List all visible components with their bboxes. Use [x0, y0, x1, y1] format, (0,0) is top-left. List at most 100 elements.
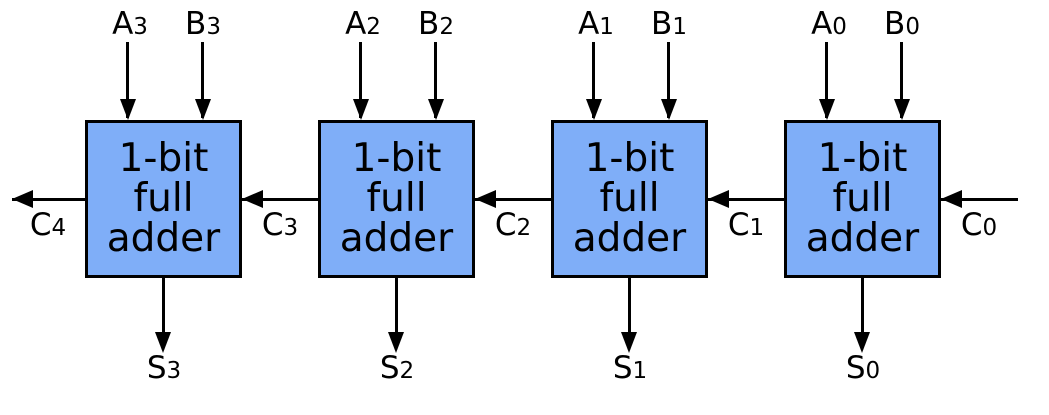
carry-in-label: C1 [728, 210, 764, 241]
label-subscript: 2 [516, 215, 532, 241]
label-base: C [494, 207, 517, 243]
label-subscript: 3 [206, 14, 221, 40]
input-b-wire [201, 42, 204, 118]
sum-wire [628, 276, 631, 334]
label-subscript: 3 [166, 358, 182, 384]
label-subscript: 0 [832, 14, 847, 40]
block-label-line: adder [805, 216, 920, 261]
block-label-line: full [133, 176, 194, 221]
input-b-wire [434, 42, 437, 118]
label-subscript: 0 [865, 358, 881, 384]
carry-in-wire [941, 198, 1018, 201]
carry-in-arrowhead [242, 190, 263, 208]
label-base: C [727, 207, 750, 243]
input-b-arrowhead [428, 99, 444, 120]
label-subscript: 4 [51, 215, 67, 241]
block-label-line: full [599, 176, 660, 221]
label-base: C [960, 207, 983, 243]
carry-in-arrowhead [475, 190, 496, 208]
block-label-line: adder [339, 216, 454, 261]
carry-out-arrowhead [12, 190, 33, 208]
sum-wire [162, 276, 165, 334]
label-subscript: 2 [399, 358, 415, 384]
carry-in-label: C3 [262, 210, 298, 241]
sum-label: S0 [846, 353, 880, 384]
label-base: A [811, 6, 833, 42]
label-base: A [345, 6, 367, 42]
input-a-arrowhead [586, 99, 602, 120]
sum-label: S2 [380, 353, 414, 384]
carry-in-arrowhead [941, 190, 962, 208]
carry-out-wire [12, 198, 85, 201]
sum-arrowhead [155, 332, 171, 353]
input-b-wire [667, 42, 670, 118]
block-label-line: adder [106, 216, 221, 261]
sum-arrowhead [621, 332, 637, 353]
label-subscript: 3 [133, 14, 148, 40]
input-a-arrowhead [353, 99, 369, 120]
full-adder-block: 1-bit full adder [318, 120, 475, 278]
input-a-label: A0 [811, 9, 847, 40]
carry-in-label: C2 [495, 210, 531, 241]
label-base: A [578, 6, 600, 42]
sum-label: S3 [147, 353, 181, 384]
sum-arrowhead [854, 332, 870, 353]
input-a-wire [592, 42, 595, 118]
label-subscript: 3 [283, 215, 299, 241]
block-label-line: adder [572, 216, 687, 261]
input-a-wire [359, 42, 362, 118]
input-a-label: A1 [578, 9, 614, 40]
sum-arrowhead [388, 332, 404, 353]
full-adder-stage: A2 B2 1-bit full adder C2 S2 [318, 0, 552, 415]
input-a-label: A3 [112, 9, 148, 40]
label-base: S [612, 350, 633, 386]
block-label-line: 1-bit [351, 136, 442, 181]
carry-in-wire [475, 198, 552, 201]
input-a-wire [825, 42, 828, 118]
label-base: C [29, 207, 52, 243]
full-adder-stage: A1 B1 1-bit full adder C1 S1 [551, 0, 785, 415]
sum-wire [861, 276, 864, 334]
block-label-line: full [366, 176, 427, 221]
input-b-arrowhead [195, 99, 211, 120]
block-label-line: 1-bit [118, 136, 209, 181]
block-label-line: 1-bit [817, 136, 908, 181]
sum-wire [395, 276, 398, 334]
label-base: B [884, 6, 906, 42]
input-a-label: A2 [345, 9, 381, 40]
label-base: B [651, 6, 673, 42]
input-b-label: B0 [884, 9, 920, 40]
carry-in-wire [708, 198, 785, 201]
input-b-label: B1 [651, 9, 687, 40]
input-a-arrowhead [819, 99, 835, 120]
carry-in-arrowhead [708, 190, 729, 208]
sum-label: S1 [613, 353, 647, 384]
label-base: A [112, 6, 134, 42]
label-base: S [379, 350, 400, 386]
label-subscript: 0 [905, 14, 920, 40]
label-base: B [418, 6, 440, 42]
label-base: S [146, 350, 167, 386]
input-b-arrowhead [661, 99, 677, 120]
block-label-line: full [832, 176, 893, 221]
label-base: B [185, 6, 207, 42]
label-subscript: 1 [672, 14, 687, 40]
label-subscript: 2 [366, 14, 381, 40]
input-b-label: B3 [185, 9, 221, 40]
input-b-wire [900, 42, 903, 118]
label-subscript: 2 [439, 14, 454, 40]
full-adder-block: 1-bit full adder [85, 120, 242, 278]
input-b-arrowhead [894, 99, 910, 120]
input-a-arrowhead [120, 99, 136, 120]
carry-in-label: C0 [961, 210, 997, 241]
input-a-wire [126, 42, 129, 118]
label-subscript: 1 [599, 14, 614, 40]
label-subscript: 0 [982, 215, 998, 241]
full-adder-block: 1-bit full adder [551, 120, 708, 278]
carry-out-label: C4 [30, 210, 66, 241]
full-adder-stage: A3 B3 1-bit full adder C3 S3 [85, 0, 319, 415]
label-base: C [261, 207, 284, 243]
full-adder-block: 1-bit full adder [784, 120, 941, 278]
label-subscript: 1 [632, 358, 648, 384]
